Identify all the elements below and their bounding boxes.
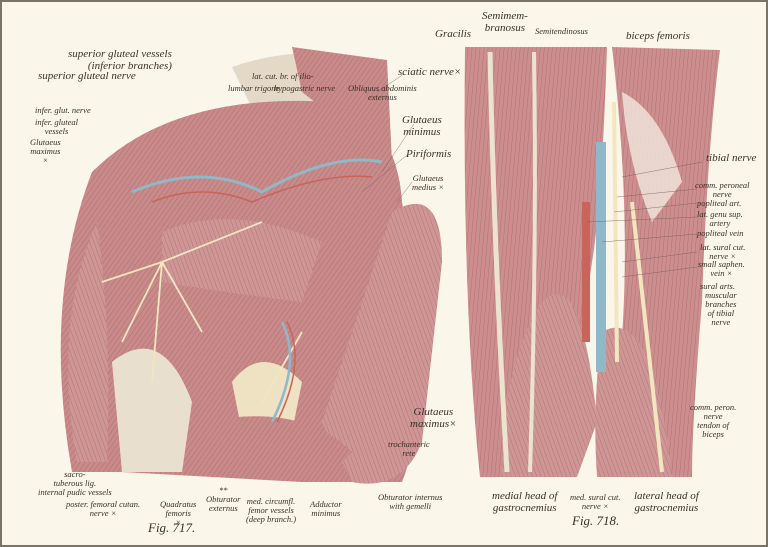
label-comm-peron-tendon: comm. peron. nerve tendon of biceps [690, 402, 737, 439]
label-glut-minimus: Glutaeus minimus [402, 114, 442, 138]
label-comm-peroneal: comm. peroneal nerve [695, 180, 750, 199]
label-muscular-branches: muscular branches of tibial nerve [705, 290, 737, 327]
label-popliteal-vein: popliteal vein [697, 228, 744, 238]
label-poster-femoral: poster. femoral cutan. nerve × [66, 499, 141, 518]
label-glut-max-left: Glutaeus maximus × [30, 137, 61, 165]
label-piriformis: Piriformis [406, 148, 452, 160]
label-obliquus: Obliquus abdominis externus [348, 83, 417, 102]
label-hypogastric-nerve: hypogastric nerve [274, 83, 336, 93]
label-sciatic-nerve: sciatic nerve× [398, 66, 462, 78]
label-glut-medius: Glutaeus medius × [412, 173, 444, 192]
label-small-saphen: small saphen. vein × [698, 259, 745, 278]
label-med-sural: med. sural cut. nerve × [570, 492, 621, 511]
label-sural-arts: sural arts. [700, 281, 735, 291]
label-popliteal-art: popliteal art. [697, 198, 742, 208]
label-adductor-minimus: Adductor minimus [310, 499, 342, 518]
fig717-illustration [60, 47, 442, 484]
label-lat-genu: lat. genu sup. artery [697, 209, 743, 228]
label-infer-glut-vessels: infer. gluteal vessels [35, 117, 78, 136]
fig717-caption: Fig. 717. [148, 520, 196, 535]
label-semitendinosus: Semitendinosus [535, 26, 588, 36]
label-lumbar-trigone: lumbar trigone [228, 83, 280, 93]
label-gracilis: Gracilis [435, 28, 472, 40]
label-lat-cut-br: lat. cut. br. of ilio- [252, 71, 314, 81]
fig718-illustration [464, 47, 720, 477]
label-obturator-externus: ** Obturator externus [206, 485, 241, 513]
label-sacrotuberous: sacro- tuberous lig. internal pudic vess… [38, 469, 112, 497]
label-medial-head: medial head of gastrocnemius [492, 490, 558, 514]
fig718-caption: Fig. 718. [572, 513, 620, 528]
label-biceps-femoris: biceps femoris [626, 30, 690, 42]
label-med-circumfl: med. circumfl. femor vessels (deep branc… [246, 496, 297, 524]
label-tibial-nerve: tibial nerve [706, 152, 757, 164]
label-sup-glut-vessels: superior gluteal vessels (inferior branc… [68, 48, 172, 72]
label-obturator-internus: Obturator internus with gemelli [378, 492, 443, 511]
leader-lines [361, 73, 703, 278]
label-glut-max-right: Glutaeus maximus× [410, 406, 457, 430]
label-infer-glut-nerve: infer. glut. nerve [35, 105, 91, 115]
label-lateral-head: lateral head of gastrocnemius [634, 490, 699, 514]
label-semimembranosus: Semimem- branosus [482, 10, 528, 34]
label-quadratus: Quadratus femoris × [160, 499, 197, 527]
label-sup-glut-nerve: superior gluteal nerve [38, 70, 136, 82]
label-lat-sural: lat. sural cut. nerve × [700, 242, 746, 261]
label-trochanteric-rete: trochanteric rete [388, 439, 430, 458]
